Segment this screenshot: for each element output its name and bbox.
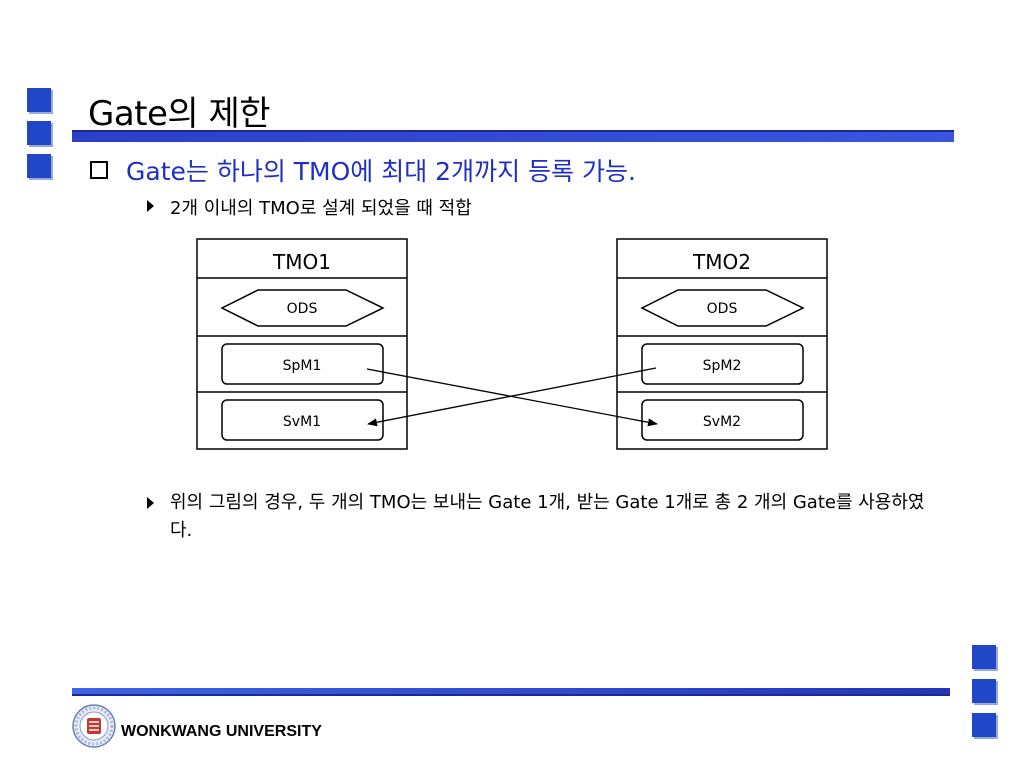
decor-square-right-2 <box>972 679 996 703</box>
decor-square-right-3 <box>972 713 996 737</box>
sub-item-2: 위의 그림의 경우, 두 개의 TMO는 보내는 Gate 1개, 받는 Gat… <box>147 489 937 545</box>
tmo2-ods-label: ODS <box>707 301 738 317</box>
tmo2-block: TMO2 ODS SpM2 SvM2 <box>616 238 828 450</box>
tmo1-svm-label: SvM1 <box>283 414 321 430</box>
triangle-bullet-icon <box>147 200 154 212</box>
square-bullet-icon <box>90 161 108 179</box>
decor-square-right-1 <box>972 645 996 669</box>
tmo2-spm-box <box>641 343 804 385</box>
main-bullet: Gate는 하나의 TMO에 최대 2개까지 등록 가능. <box>90 152 636 188</box>
university-seal-icon <box>72 704 116 748</box>
sub-item-1: 2개 이내의 TMO로 설계 되었을 때 적합 <box>147 194 472 220</box>
decor-square-left-3 <box>27 154 51 178</box>
triangle-bullet-icon <box>147 497 154 509</box>
tmo1-title: TMO1 <box>272 250 331 274</box>
arrow-spm2-to-svm1 <box>367 367 657 427</box>
decor-square-left-2 <box>27 121 51 145</box>
tmo2-svm-label: SvM2 <box>703 414 741 430</box>
tmo2-title: TMO2 <box>692 250 751 274</box>
footer-rule <box>72 688 950 696</box>
tmo1-spm-box <box>221 343 384 385</box>
title-rule <box>72 130 954 143</box>
university-name: WONKWANG UNIVERSITY <box>121 723 322 740</box>
tmo1-spm-label: SpM1 <box>283 358 322 374</box>
main-bullet-text: Gate는 하나의 TMO에 최대 2개까지 등록 가능. <box>126 157 636 186</box>
tmo1-svm-box <box>221 399 384 441</box>
sub-item-2-text: 위의 그림의 경우, 두 개의 TMO는 보내는 Gate 1개, 받는 Gat… <box>170 492 925 541</box>
tmo1-block: TMO1 ODS SpM1 SvM1 <box>196 238 408 450</box>
tmo2-ods-shape <box>640 289 805 327</box>
slide-title: Gate의 제한 <box>88 94 271 134</box>
tmo1-ods-shape <box>220 289 385 327</box>
tmo2-spm-label: SpM2 <box>703 358 742 374</box>
sub-item-1-text: 2개 이내의 TMO로 설계 되었을 때 적합 <box>170 198 472 219</box>
decor-square-left-1 <box>27 88 51 112</box>
tmo2-svm-box <box>641 399 804 441</box>
tmo1-ods-label: ODS <box>287 301 318 317</box>
